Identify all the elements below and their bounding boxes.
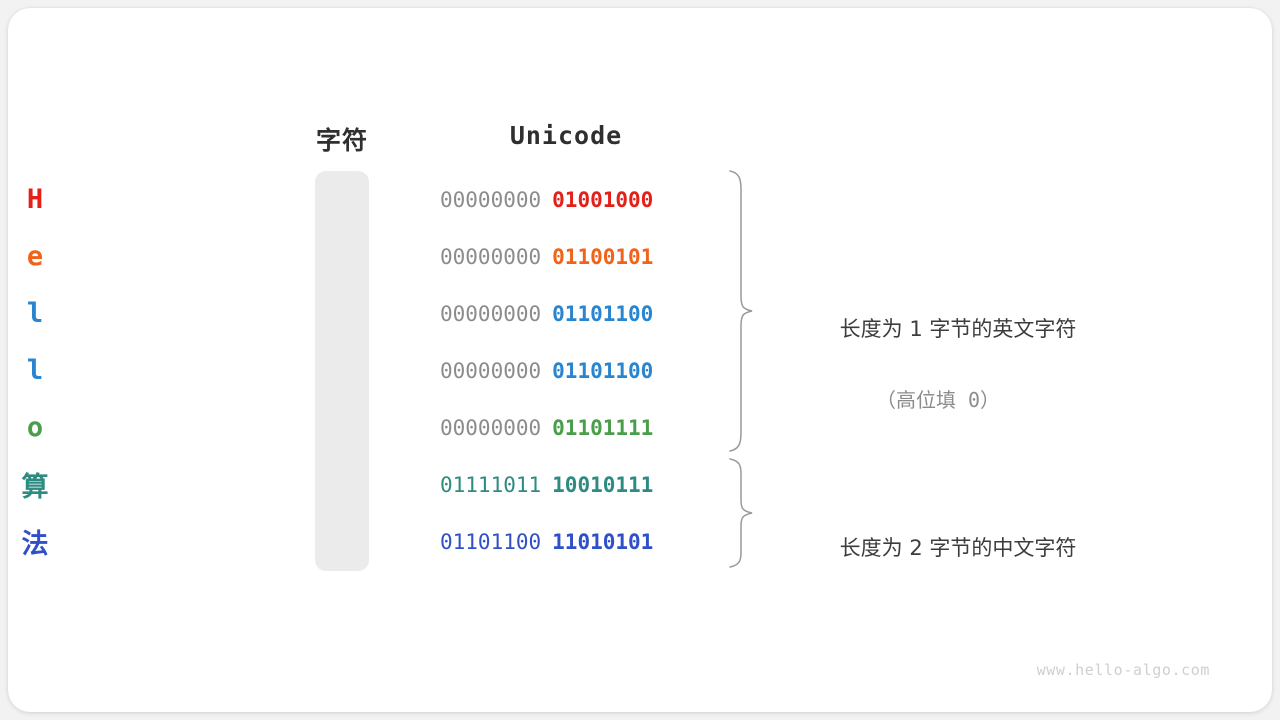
binary-row-5: 01111011 10010111 (440, 456, 692, 513)
annotation-english-sub: （高位填 0） (875, 388, 1001, 413)
character-cell-6: 法 (21, 529, 49, 560)
high-byte-5: 01111011 (440, 472, 542, 497)
binary-row-4: 00000000 01101111 (440, 399, 692, 456)
binary-row-3: 00000000 01101100 (440, 342, 692, 399)
site-watermark: www.hello-algo.com (1036, 661, 1210, 679)
binary-row-6: 01101100 11010101 (440, 513, 692, 570)
high-byte-1: 00000000 (440, 244, 542, 269)
low-byte-6: 11010101 (552, 529, 654, 554)
character-column (315, 171, 369, 571)
character-cell-0: H (26, 184, 44, 215)
grouping-brace-chinese (729, 458, 753, 568)
high-byte-0: 00000000 (440, 187, 542, 212)
figure-card: 字符 Unicode H e l l o 算 法 00000000 010010… (8, 8, 1272, 712)
binary-row-2: 00000000 01101100 (440, 285, 692, 342)
high-byte-4: 00000000 (440, 415, 542, 440)
low-byte-1: 01100101 (552, 244, 654, 269)
annotation-chinese-main: 长度为 2 字节的中文字符 (839, 535, 1077, 560)
column-header-character: 字符 (315, 127, 368, 155)
high-byte-2: 00000000 (440, 301, 542, 326)
low-byte-3: 01101100 (552, 358, 654, 383)
low-byte-0: 01001000 (552, 187, 654, 212)
character-cell-1: e (26, 241, 44, 272)
character-cell-3: l (26, 355, 44, 386)
low-byte-4: 01101111 (552, 415, 654, 440)
low-byte-2: 01101100 (552, 301, 654, 326)
annotation-english: 长度为 1 字节的英文字符 （高位填 0） (768, 276, 1108, 488)
character-cell-4: o (26, 412, 44, 443)
grouping-brace-english (729, 170, 753, 452)
binary-row-1: 00000000 01100101 (440, 228, 692, 285)
character-cell-2: l (26, 298, 44, 329)
annotation-english-main: 长度为 1 字节的英文字符 (839, 316, 1077, 341)
character-cell-5: 算 (21, 472, 49, 503)
annotation-chinese: 长度为 2 字节的中文字符 (768, 495, 1108, 602)
low-byte-5: 10010111 (552, 472, 654, 497)
binary-row-0: 00000000 01001000 (440, 171, 692, 228)
column-header-unicode: Unicode (509, 121, 623, 150)
high-byte-3: 00000000 (440, 358, 542, 383)
high-byte-6: 01101100 (440, 529, 542, 554)
